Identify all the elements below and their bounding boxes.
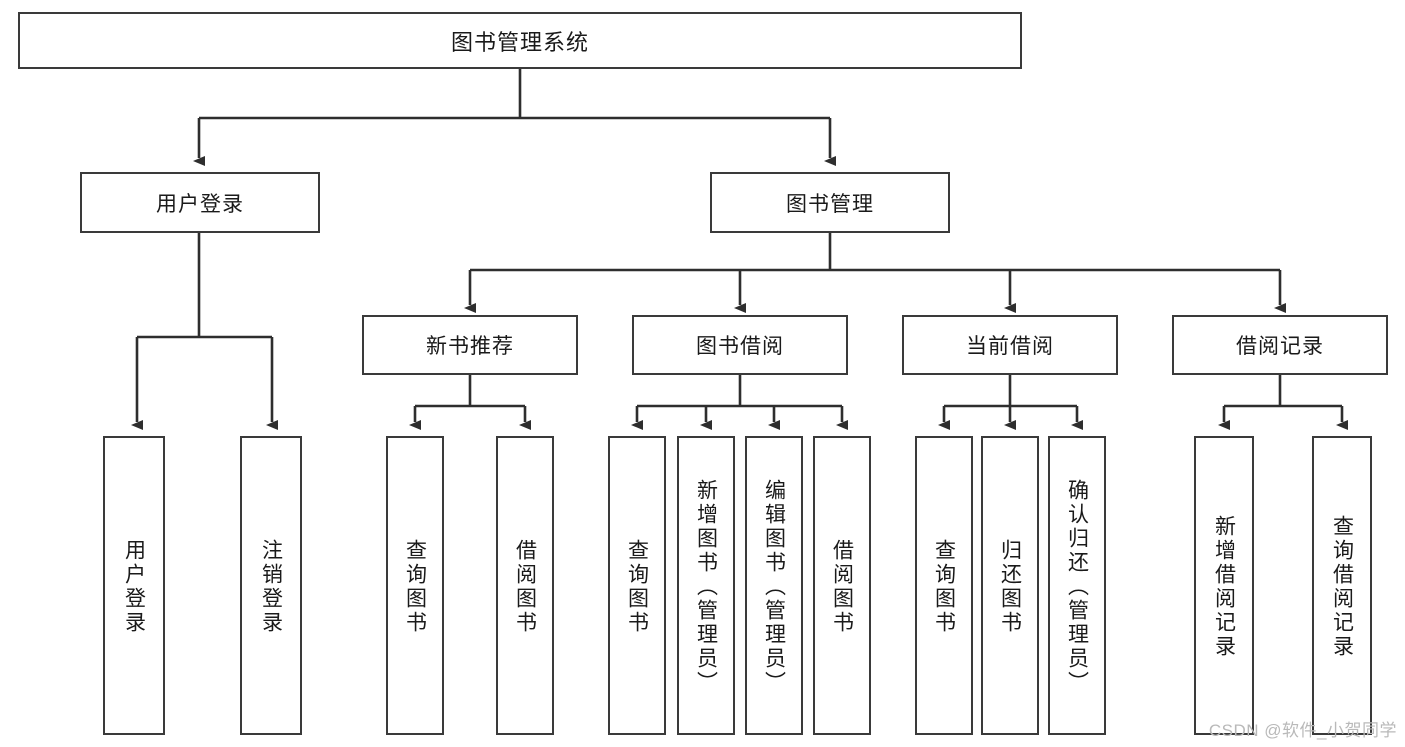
node-book-management[interactable]: 图书管理	[710, 172, 950, 233]
leaf-book-borrow-edit-label: 编辑图书（管理员）	[762, 478, 786, 695]
leaf-book-borrow-lend-label: 借阅图书	[830, 538, 854, 635]
leaf-user-login-signout-label: 注销登录	[259, 538, 283, 635]
leaf-current-borrow-return[interactable]: 归还图书	[981, 436, 1039, 735]
leaf-current-borrow-return-label: 归还图书	[998, 538, 1022, 635]
leaf-new-book-query-label: 查询图书	[403, 538, 427, 635]
leaf-book-borrow-add[interactable]: 新增图书（管理员）	[677, 436, 735, 735]
node-current-borrow-label: 当前借阅	[966, 335, 1054, 358]
leaf-user-login-signin-label: 用户登录	[122, 538, 146, 635]
node-borrow-record-label: 借阅记录	[1236, 335, 1324, 358]
node-root-system-label: 图书管理系统	[450, 29, 589, 55]
leaf-user-login-signout[interactable]: 注销登录	[240, 436, 302, 735]
node-book-borrow[interactable]: 图书借阅	[632, 315, 848, 375]
leaf-borrow-record-query[interactable]: 查询借阅记录	[1312, 436, 1372, 735]
csdn-watermark: CSDN @软件_小贺同学	[1208, 721, 1397, 740]
node-new-book-recommend-label: 新书推荐	[426, 335, 514, 358]
leaf-book-borrow-lend[interactable]: 借阅图书	[813, 436, 871, 735]
node-borrow-record[interactable]: 借阅记录	[1172, 315, 1388, 375]
leaf-current-borrow-confirm-return-label: 确认归还（管理员）	[1065, 478, 1089, 695]
leaf-user-login-signin[interactable]: 用户登录	[103, 436, 165, 735]
node-book-management-label: 图书管理	[786, 192, 874, 216]
leaf-book-borrow-query-label: 查询图书	[625, 538, 649, 635]
leaf-new-book-borrow-label: 借阅图书	[513, 538, 537, 635]
leaf-book-borrow-query[interactable]: 查询图书	[608, 436, 666, 735]
leaf-current-borrow-confirm-return[interactable]: 确认归还（管理员）	[1048, 436, 1106, 735]
node-user-login-label: 用户登录	[156, 192, 244, 216]
leaf-new-book-borrow[interactable]: 借阅图书	[496, 436, 554, 735]
leaf-borrow-record-add-label: 新增借阅记录	[1212, 514, 1236, 659]
leaf-book-borrow-edit[interactable]: 编辑图书（管理员）	[745, 436, 803, 735]
leaf-borrow-record-add[interactable]: 新增借阅记录	[1194, 436, 1254, 735]
leaf-current-borrow-query[interactable]: 查询图书	[915, 436, 973, 735]
node-new-book-recommend[interactable]: 新书推荐	[362, 315, 578, 375]
leaf-new-book-query[interactable]: 查询图书	[386, 436, 444, 735]
leaf-borrow-record-query-label: 查询借阅记录	[1330, 514, 1354, 659]
node-user-login[interactable]: 用户登录	[80, 172, 320, 233]
leaf-book-borrow-add-label: 新增图书（管理员）	[694, 478, 718, 695]
node-book-borrow-label: 图书借阅	[696, 335, 784, 358]
node-root-system[interactable]: 图书管理系统	[18, 12, 1022, 69]
node-current-borrow[interactable]: 当前借阅	[902, 315, 1118, 375]
leaf-current-borrow-query-label: 查询图书	[932, 538, 956, 635]
